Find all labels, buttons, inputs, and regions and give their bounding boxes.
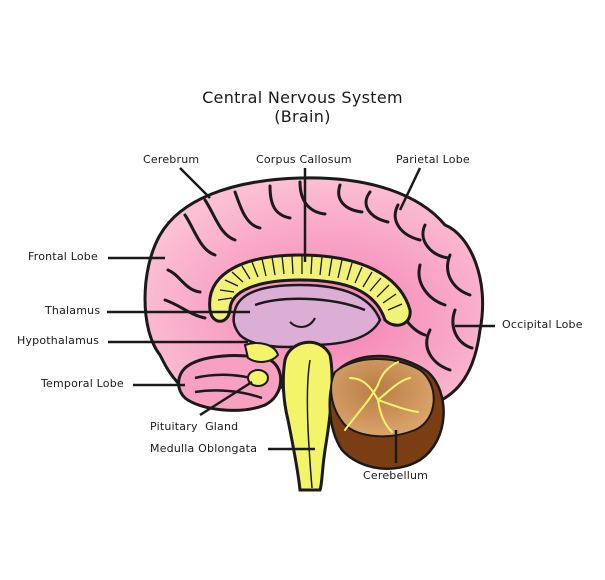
label-parietal-lobe: Parietal Lobe <box>396 153 470 166</box>
label-frontal-lobe: Frontal Lobe <box>28 250 98 263</box>
gyri-lines <box>163 180 474 372</box>
leader-parietal-lobe <box>398 167 422 211</box>
label-medulla-oblongata: Medulla Oblongata <box>150 442 258 455</box>
diagram-title-line1: Central Nervous System <box>202 88 403 107</box>
diagram-title-line2: (Brain) <box>274 107 331 126</box>
label-pituitary-gland: Pituitary Gland <box>150 420 239 433</box>
pituitary-gland-shape <box>247 369 269 387</box>
label-thalamus: Thalamus <box>45 304 101 317</box>
label-cerebrum: Cerebrum <box>143 153 200 166</box>
label-corpus-callosum: Corpus Callosum <box>256 153 352 166</box>
hypothalamus-shape <box>243 342 280 363</box>
label-cerebellum: Cerebellum <box>363 469 429 482</box>
label-occipital-lobe: Occipital Lobe <box>502 318 583 331</box>
leader-pituitary-gland <box>199 380 253 417</box>
label-hypothalamus: Hypothalamus <box>17 334 100 347</box>
leader-cerebrum <box>179 167 211 199</box>
arbor-vitae <box>344 361 419 433</box>
corpus-callosum-striations <box>217 255 403 311</box>
label-temporal-lobe: Temporal Lobe <box>41 377 124 390</box>
